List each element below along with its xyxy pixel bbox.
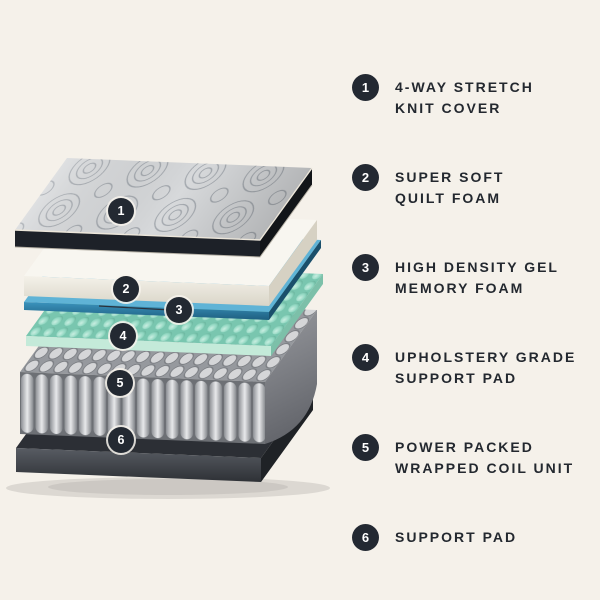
legend-label-support-pad-base: SUPPORT PAD bbox=[395, 524, 517, 548]
layer-knit-cover bbox=[14, 158, 313, 258]
legend-label-line: KNIT COVER bbox=[395, 100, 502, 116]
legend-badge-1: 1 bbox=[352, 74, 379, 101]
legend-label-gel-memory-foam: HIGH DENSITY GEL MEMORY FOAM bbox=[395, 254, 559, 299]
diagram-marker-5: 5 bbox=[107, 370, 133, 396]
diagram-marker-6: 6 bbox=[108, 427, 134, 453]
legend-item-quilt-foam: 2 SUPER SOFT QUILT FOAM bbox=[352, 164, 590, 209]
diagram-marker-2: 2 bbox=[113, 276, 139, 302]
legend: 1 4-WAY STRETCH KNIT COVER 2 SUPER SOFT … bbox=[352, 74, 590, 596]
diagram-marker-1: 1 bbox=[108, 198, 134, 224]
legend-item-wrapped-coil-unit: 5 POWER PACKED WRAPPED COIL UNIT bbox=[352, 434, 590, 479]
legend-badge-6: 6 bbox=[352, 524, 379, 551]
legend-label-knit-cover: 4-WAY STRETCH KNIT COVER bbox=[395, 74, 534, 119]
diagram-marker-3: 3 bbox=[166, 297, 192, 323]
legend-item-upholstery-support-pad: 4 UPHOLSTERY GRADE SUPPORT PAD bbox=[352, 344, 590, 389]
legend-badge-3: 3 bbox=[352, 254, 379, 281]
legend-label-upholstery-support-pad: UPHOLSTERY GRADE SUPPORT PAD bbox=[395, 344, 576, 389]
legend-item-support-pad-base: 6 SUPPORT PAD bbox=[352, 524, 590, 551]
legend-label-line: SUPPORT PAD bbox=[395, 529, 518, 545]
coil-side-encasement bbox=[265, 310, 317, 444]
legend-label-line: HIGH DENSITY GEL bbox=[395, 259, 559, 275]
diagram-marker-4: 4 bbox=[110, 323, 136, 349]
legend-label-wrapped-coil-unit: POWER PACKED WRAPPED COIL UNIT bbox=[395, 434, 574, 479]
legend-badge-2: 2 bbox=[352, 164, 379, 191]
legend-badge-4: 4 bbox=[352, 344, 379, 371]
marker-3-pointer-line bbox=[98, 305, 171, 311]
legend-label-line: 4-WAY STRETCH bbox=[395, 79, 534, 95]
legend-label-line: WRAPPED COIL UNIT bbox=[395, 460, 575, 476]
legend-label-line: SUPPORT PAD bbox=[395, 370, 518, 386]
legend-item-knit-cover: 1 4-WAY STRETCH KNIT COVER bbox=[352, 74, 590, 119]
legend-item-gel-memory-foam: 3 HIGH DENSITY GEL MEMORY FOAM bbox=[352, 254, 590, 299]
legend-label-quilt-foam: SUPER SOFT QUILT FOAM bbox=[395, 164, 504, 209]
ground-shadow bbox=[6, 477, 330, 499]
legend-label-line: QUILT FOAM bbox=[395, 190, 502, 206]
legend-label-line: POWER PACKED bbox=[395, 439, 534, 455]
legend-label-line: UPHOLSTERY GRADE bbox=[395, 349, 577, 365]
legend-label-line: SUPER SOFT bbox=[395, 169, 505, 185]
legend-label-line: MEMORY FOAM bbox=[395, 280, 525, 296]
legend-badge-5: 5 bbox=[352, 434, 379, 461]
